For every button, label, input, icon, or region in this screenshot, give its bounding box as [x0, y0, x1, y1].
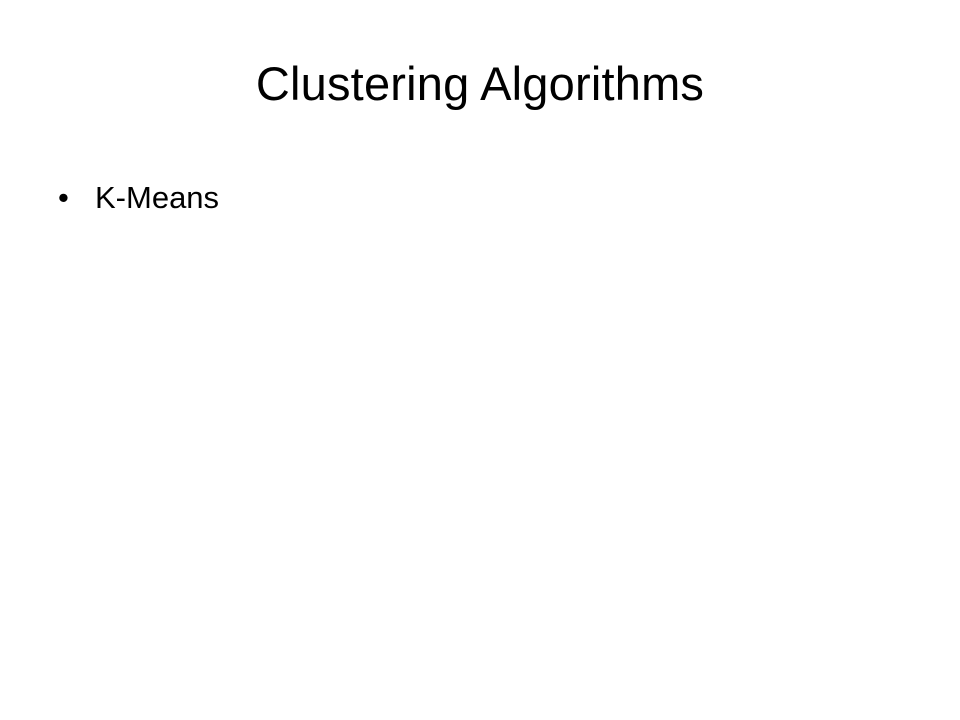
bullet-text: K-Means [95, 180, 220, 215]
bullet-icon: • [58, 180, 69, 215]
bullet-list: • K-Means [58, 178, 219, 218]
bullet-item: • K-Means [58, 178, 219, 218]
slide-title: Clustering Algorithms [255, 57, 705, 110]
